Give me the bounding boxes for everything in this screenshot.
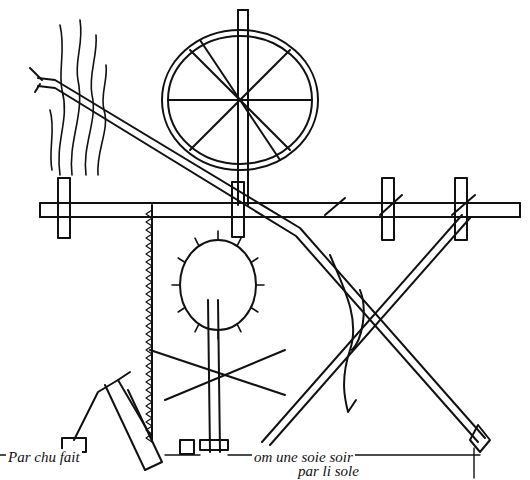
paddles (58, 178, 475, 240)
diagonal-pole (30, 68, 485, 442)
inscription: Par chu fait (6, 449, 82, 465)
water-wheel (162, 30, 318, 170)
spring-branch (330, 255, 364, 412)
ground-line (0, 448, 480, 478)
brace-pole (262, 215, 490, 452)
shaft (150, 300, 285, 452)
flames (50, 20, 106, 175)
saw-blade (146, 205, 152, 442)
upright-post (238, 10, 248, 205)
inscription: par li sole (296, 463, 361, 479)
